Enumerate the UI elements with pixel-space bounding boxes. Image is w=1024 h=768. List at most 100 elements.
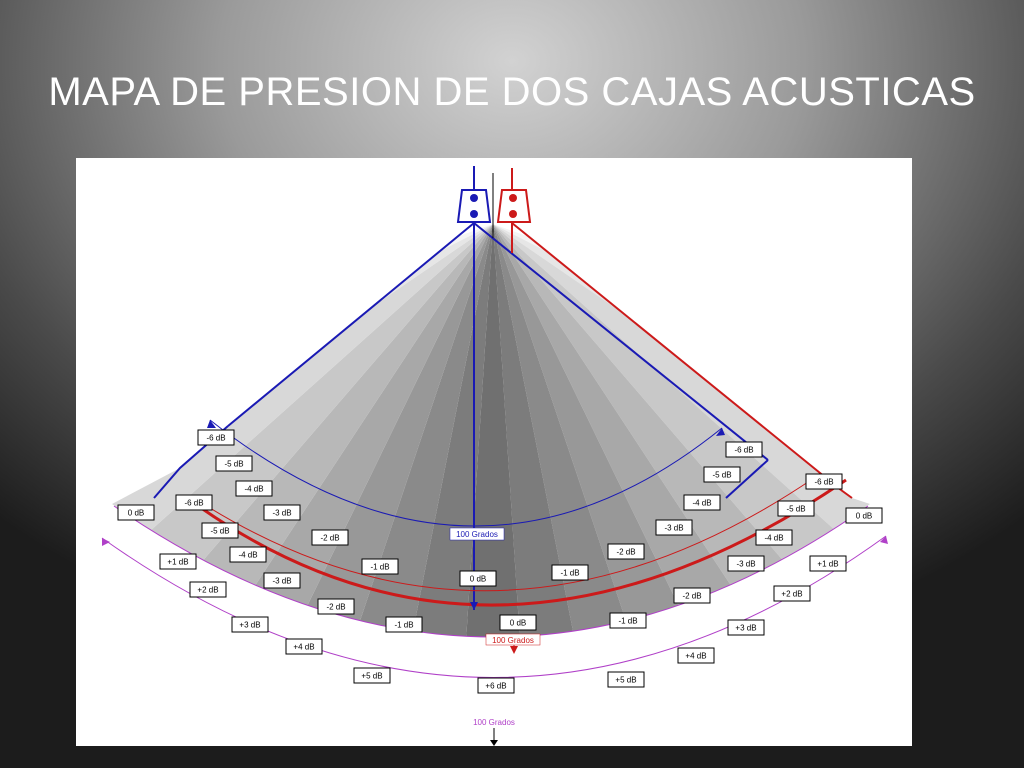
- gray-band: [493, 224, 779, 637]
- gray-band: [493, 224, 833, 637]
- db-label-text: -1 dB: [618, 617, 637, 626]
- db-label-text: +3 dB: [239, 621, 260, 630]
- db-label: 0 dB: [845, 507, 883, 524]
- db-label-text: -3 dB: [736, 560, 755, 569]
- db-label: -6 dB: [175, 494, 213, 511]
- db-label: -6 dB: [805, 473, 843, 490]
- db-label: +2 dB: [189, 581, 227, 598]
- db-label-box: [201, 522, 239, 539]
- db-label-text: -6 dB: [184, 499, 203, 508]
- db-label-text: 0 dB: [470, 575, 486, 584]
- db-label-box: [607, 671, 645, 688]
- db-label-text: -4 dB: [244, 485, 263, 494]
- db-label: +3 dB: [727, 619, 765, 636]
- blue-arc-arrow-right: [716, 428, 725, 436]
- db-label-text: +2 dB: [197, 586, 218, 595]
- db-label: -1 dB: [609, 612, 647, 629]
- db-label-text: 0 dB: [510, 619, 526, 628]
- db-label: -1 dB: [385, 616, 423, 633]
- db-label-box: [727, 619, 765, 636]
- blue-outer-right-step: [725, 459, 769, 499]
- bottom-axis-arrow: [490, 740, 498, 746]
- db-label-text: -2 dB: [326, 603, 345, 612]
- db-label-text: -3 dB: [272, 509, 291, 518]
- db-label: -4 dB: [683, 494, 721, 511]
- db-label-text: -4 dB: [764, 534, 783, 543]
- red-coverage-text: 100 Grados: [492, 636, 534, 645]
- gray-band: [265, 224, 493, 637]
- db-label: -6 dB: [725, 441, 763, 458]
- db-label-box: [551, 564, 589, 581]
- db-label-box: [263, 504, 301, 521]
- red-coverage-label: 100 Grados: [485, 633, 541, 646]
- db-label-box: [727, 555, 765, 572]
- red-speaker-icon: [496, 189, 532, 223]
- gray-band: [493, 224, 721, 637]
- red-center-arrow: [510, 646, 518, 654]
- db-label-box: [285, 638, 323, 655]
- red-edge-right: [511, 222, 842, 491]
- db-label-box: [477, 677, 515, 694]
- db-label: -4 dB: [755, 529, 793, 546]
- db-label: -6 dB: [197, 429, 235, 446]
- db-label-text: +5 dB: [615, 676, 636, 685]
- db-label-box: [159, 553, 197, 570]
- gray-band: [392, 224, 493, 637]
- db-label-box: [385, 616, 423, 633]
- db-label: -1 dB: [361, 558, 399, 575]
- db-label-box: [655, 519, 693, 536]
- db-label: +3 dB: [231, 616, 269, 633]
- db-label-box: [235, 480, 273, 497]
- db-label: -4 dB: [229, 546, 267, 563]
- blue-speaker-icon: [456, 189, 492, 223]
- db-label-box: [229, 546, 267, 563]
- db-label-box: [683, 494, 721, 511]
- db-label: -4 dB: [235, 480, 273, 497]
- db-label-text: -2 dB: [682, 592, 701, 601]
- blue-edge-left: [227, 222, 475, 427]
- slide-title: MAPA DE PRESION DE DOS CAJAS ACUSTICAS: [48, 70, 976, 114]
- db-label: -5 dB: [703, 466, 741, 483]
- db-label-text: -5 dB: [210, 527, 229, 536]
- gray-band: [459, 224, 527, 637]
- db-label: -2 dB: [607, 543, 645, 560]
- combined-coverage-text: 100 Grados: [473, 718, 515, 727]
- db-label-box: [609, 612, 647, 629]
- db-label-text: +3 dB: [735, 624, 756, 633]
- db-label-text: +6 dB: [485, 682, 506, 691]
- db-label: -3 dB: [655, 519, 693, 536]
- db-label-text: -4 dB: [238, 551, 257, 560]
- combined-coverage-label: 100 Grados: [468, 716, 520, 727]
- db-label-box: [231, 616, 269, 633]
- db-label: +4 dB: [285, 638, 323, 655]
- blue-coverage-arc: [209, 419, 723, 527]
- db-label-box: [845, 507, 883, 524]
- db-label-text: -5 dB: [224, 460, 243, 469]
- red-outer-arc: [193, 478, 847, 607]
- db-label-box: [607, 543, 645, 560]
- db-label-text: -3 dB: [272, 577, 291, 586]
- db-label: 0 dB: [459, 570, 497, 587]
- db-label-text: -2 dB: [616, 548, 635, 557]
- combined-arrow-right: [880, 536, 888, 544]
- db-label: -2 dB: [673, 587, 711, 604]
- db-label-box: [499, 614, 537, 631]
- db-label-box: [117, 504, 155, 521]
- gray-band: [112, 224, 493, 571]
- db-label-box: [677, 647, 715, 664]
- db-label-box: [459, 570, 497, 587]
- db-label-box: [353, 667, 391, 684]
- db-label-text: -1 dB: [560, 569, 579, 578]
- db-label-box: [263, 572, 301, 589]
- db-label: -5 dB: [777, 500, 815, 517]
- db-label-text: +4 dB: [293, 643, 314, 652]
- db-label-box: [197, 429, 235, 446]
- gray-band-fan: [112, 224, 870, 637]
- db-label-text: -2 dB: [320, 534, 339, 543]
- db-label-text: +1 dB: [167, 558, 188, 567]
- db-label: +6 dB: [477, 677, 515, 694]
- blue-axis-arrow: [470, 602, 478, 610]
- db-label-text: -1 dB: [394, 621, 413, 630]
- db-label-box: [777, 500, 815, 517]
